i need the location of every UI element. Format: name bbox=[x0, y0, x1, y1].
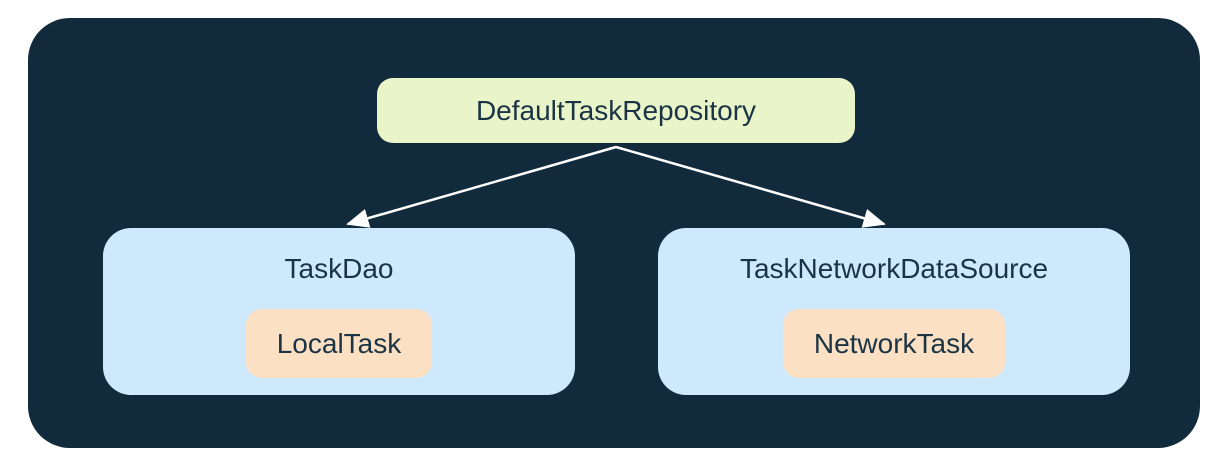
node-task-dao: TaskDao LocalTask bbox=[103, 228, 575, 395]
node-local-task: LocalTask bbox=[245, 309, 433, 378]
architecture-panel: DefaultTaskRepository TaskDao LocalTask … bbox=[28, 18, 1200, 448]
arrow-to-task-network-data-source bbox=[615, 145, 886, 228]
node-network-task: NetworkTask bbox=[782, 309, 1006, 378]
node-task-network-data-source: TaskNetworkDataSource NetworkTask bbox=[658, 228, 1130, 395]
node-task-dao-label: TaskDao bbox=[284, 253, 394, 284]
node-default-task-repository: DefaultTaskRepository bbox=[377, 78, 855, 143]
arrow-to-task-dao bbox=[346, 145, 617, 228]
node-default-task-repository-label: DefaultTaskRepository bbox=[475, 94, 757, 126]
node-task-network-data-source-label: TaskNetworkDataSource bbox=[739, 253, 1049, 284]
